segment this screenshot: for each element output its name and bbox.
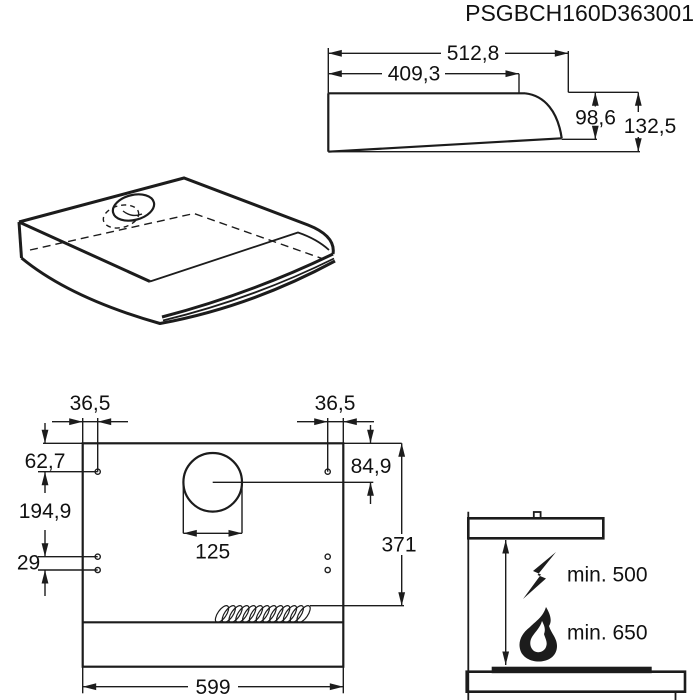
side-view-arrowheads [328,49,642,152]
dim-top-depth: 409,3 [388,63,441,86]
side-view-outline [327,92,563,153]
installation-diagram: min. 500 min. 650 [465,511,687,700]
side-view: 512,8 409,3 98,6 132,5 [327,42,683,153]
perspective-view [17,176,336,326]
dim-top-to-bottom-screws: 194,9 [19,500,72,523]
hood-base-outline [81,442,345,668]
counter-top [465,670,687,694]
dim-front-height: 98,6 [575,107,616,130]
dim-body-depth: 371 [381,534,416,557]
electric-clearance-label: min. 500 [567,564,648,587]
hidden-cavity-line [29,212,323,260]
cooktop-surface [491,666,652,674]
drawing-code: PSGBCH160D363001 [465,0,694,26]
hood-side-bar [466,516,605,540]
hood-visor-fold-line [161,252,334,319]
vent-slot-hatch [214,605,311,623]
duct-hole-circle [182,451,244,513]
hidden-duct-hole [102,204,140,229]
dim-rear-to-duct-center: 84,9 [351,455,392,478]
dim-total-height: 132,5 [624,115,677,138]
screw-holes [94,468,332,574]
gas-clearance-label: min. 650 [567,622,648,645]
duct-collar-mark [122,210,143,217]
bottom-view: 36,5 36,5 62,7 194,9 29 125 84,9 371 599 [17,392,422,699]
hood-top-front-left-edge [18,220,151,283]
hood-bottom-outline [20,256,336,326]
lightning-icon [523,552,556,599]
dim-duct-diameter: 125 [195,541,230,564]
dim-total-depth: 512,8 [447,42,500,65]
duct-collar-circle [111,193,156,222]
dim-screw-inset-left: 36,5 [70,392,111,415]
dim-screw-pair-spacing: 29 [17,552,40,575]
hood-top-back-edges [18,176,335,255]
dim-body-width: 599 [195,676,230,699]
hood-top-front-right-edge [149,231,330,283]
hood-left-corner-edge [17,221,23,259]
dim-rear-to-top-screw: 62,7 [25,450,66,473]
hood-visor-lip-line [162,257,335,322]
dim-screw-inset-right: 36,5 [315,392,356,415]
flame-icon [519,607,557,662]
duct-stub [532,511,542,520]
